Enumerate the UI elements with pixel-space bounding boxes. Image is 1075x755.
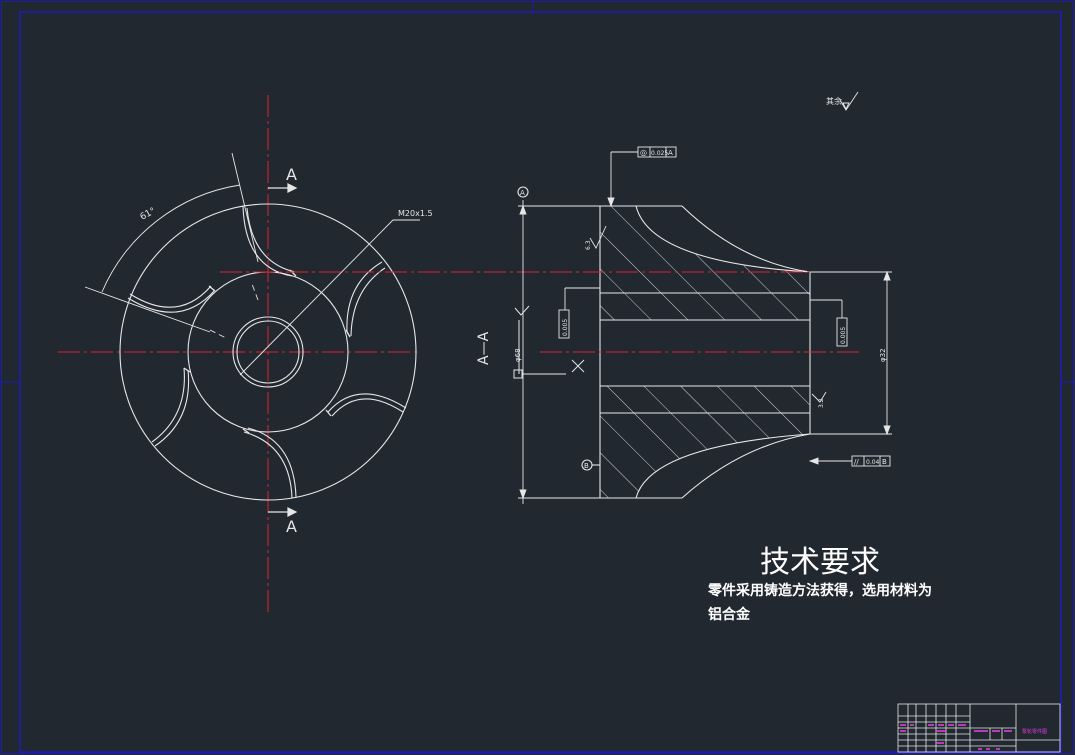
flatness-left-value: 0.005 <box>562 319 569 336</box>
geo-tol-bottom-value: 0.04 <box>866 459 880 466</box>
section-label: A—A <box>476 331 492 365</box>
datum-a-circle <box>517 186 529 198</box>
front-view <box>58 95 420 612</box>
dim-right <box>810 270 892 436</box>
coord-axes <box>513 305 585 379</box>
geo-tol-bottom-datum: B <box>882 458 887 466</box>
geo-tol-top-datum: A <box>668 149 673 157</box>
flatness-left <box>558 287 600 339</box>
title-block <box>897 703 1061 753</box>
section-mark-top: A <box>286 165 297 184</box>
tech-req-line2: 铝合金 <box>708 606 751 623</box>
geo-tol-bottom-leader <box>808 455 891 467</box>
dim-right-value: φ32 <box>879 348 887 362</box>
tech-req-title: 技术要求 <box>760 545 880 580</box>
section-centerlines <box>220 271 862 353</box>
hatch-lower <box>600 386 810 498</box>
angle-dim-label: 61° <box>139 206 158 222</box>
flatness-right <box>810 299 848 347</box>
front-centerlines <box>58 95 420 612</box>
flatness-right-value: 0.005 <box>840 327 847 344</box>
thread-leader <box>239 219 394 376</box>
tech-req-line1: 零件采用铸造方法获得，选用材料为 <box>707 582 932 599</box>
thread-callout: M20x1.5 <box>398 209 433 218</box>
geo-tol-top-value: 0.025 <box>651 150 668 157</box>
bore-circle-inner <box>236 320 300 384</box>
section-mark-bottom: A <box>286 517 297 536</box>
impeller-blades <box>127 205 407 499</box>
section-cut-marks <box>268 183 298 517</box>
dim-left <box>518 200 600 504</box>
datum-b-label: B <box>584 462 589 470</box>
title-block-name: 泵轮零件图 <box>1022 728 1047 735</box>
geo-tol-bottom-symbol: // <box>854 458 859 466</box>
roughness-right-value: 3.2 <box>818 398 825 408</box>
bore-circle-outer <box>232 316 304 388</box>
geo-tol-top-leader <box>607 146 677 208</box>
roughness-left-symbol <box>589 225 607 249</box>
roughness-right-symbol <box>811 391 827 403</box>
roughness-left-value: 6.3 <box>585 240 592 250</box>
surface-note-symbol <box>839 91 859 111</box>
section-view <box>220 91 892 504</box>
title-block-fills <box>900 724 1012 750</box>
datum-a-label: A <box>520 189 525 197</box>
outer-rim-circle <box>119 203 417 501</box>
surface-note-text: 其余 <box>826 96 842 106</box>
blade-tip-marks <box>183 269 351 434</box>
dim-left-value: φ68 <box>514 348 522 362</box>
hatch-upper <box>600 206 810 320</box>
section-outline <box>599 205 811 499</box>
angle-dimension <box>84 152 259 339</box>
geo-tol-top-symbol: ◎ <box>640 148 647 157</box>
